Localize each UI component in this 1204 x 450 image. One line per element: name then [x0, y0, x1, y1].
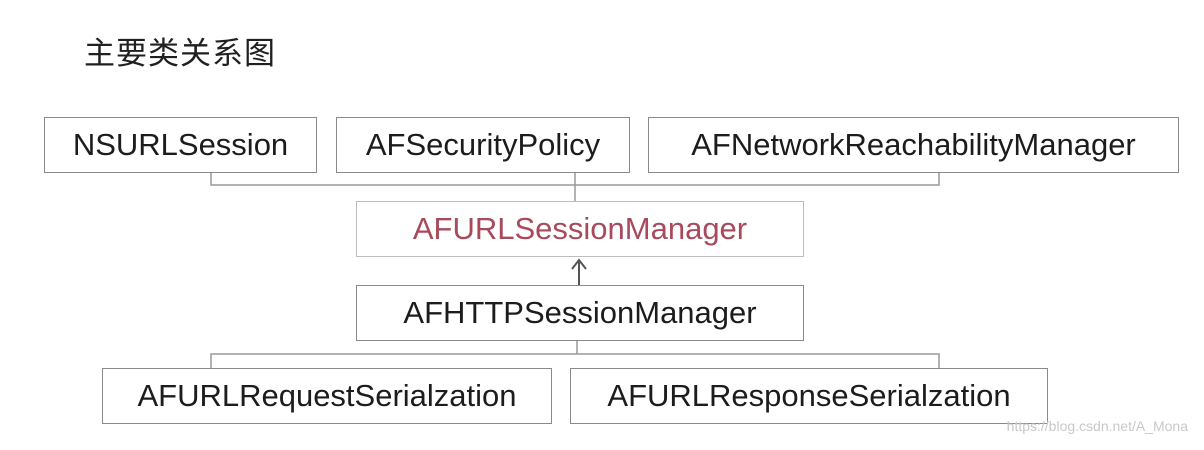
node-label: AFURLRequestSerialzation: [137, 378, 517, 413]
top-bracket-connector: [210, 173, 940, 201]
node-afnetworkreachabilitymanager: AFNetworkReachabilityManager: [648, 117, 1179, 173]
bottom-bracket-connector: [210, 341, 940, 368]
node-label: AFURLResponseSerialzation: [607, 378, 1011, 413]
node-label: AFSecurityPolicy: [365, 127, 601, 162]
node-afhttpsessionmanager: AFHTTPSessionManager: [356, 285, 804, 341]
node-label: AFNetworkReachabilityManager: [691, 127, 1136, 162]
watermark-text: https://blog.csdn.net/A_Mona: [1006, 418, 1188, 434]
node-afurlresponseserialzation: AFURLResponseSerialzation: [570, 368, 1048, 424]
node-afsecuritypolicy: AFSecurityPolicy: [336, 117, 630, 173]
node-nsurlsession: NSURLSession: [44, 117, 317, 173]
node-label: AFHTTPSessionManager: [403, 295, 757, 330]
node-label: NSURLSession: [72, 127, 289, 162]
node-afurlsessionmanager: AFURLSessionManager: [356, 201, 804, 257]
inheritance-arrow-head: [571, 258, 587, 270]
node-label: AFURLSessionManager: [412, 211, 748, 246]
node-afurlrequestserialzation: AFURLRequestSerialzation: [102, 368, 552, 424]
diagram-title: 主要类关系图: [84, 36, 276, 72]
